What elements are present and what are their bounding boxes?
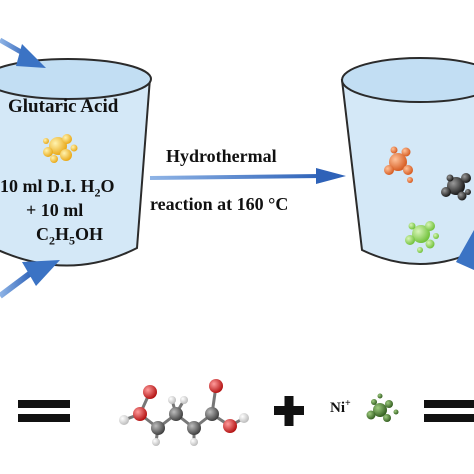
plus-sign bbox=[274, 396, 304, 426]
glutaric-acid-label: Glutaric Acid bbox=[8, 96, 119, 117]
ni-ion-label: Ni+ bbox=[330, 398, 351, 417]
orange-particle-cluster bbox=[384, 146, 413, 183]
ethanol-h: H bbox=[55, 224, 70, 244]
right-beaker bbox=[340, 57, 474, 265]
equals-sign-right bbox=[424, 400, 474, 422]
black-particle-cluster bbox=[441, 173, 471, 201]
left-decor-arrows bbox=[0, 37, 60, 299]
glutaric-acid-molecule bbox=[119, 379, 249, 446]
solvent-water-label: 10 ml D.I. H2O bbox=[0, 176, 115, 201]
green-particle-cluster bbox=[405, 221, 439, 253]
ethanol-label: C2H5OH bbox=[36, 224, 103, 249]
ni-particle-cluster bbox=[366, 393, 399, 422]
ethanol-c: C bbox=[36, 224, 49, 244]
ni-text: Ni bbox=[330, 400, 345, 416]
gold-particle-cluster bbox=[43, 134, 78, 163]
reaction-label-above: Hydrothermal bbox=[166, 146, 277, 166]
ethanol-sub2: 5 bbox=[69, 233, 76, 248]
right-decor-arrow bbox=[456, 230, 474, 270]
equals-sign-left bbox=[18, 400, 70, 422]
ethanol-oh: OH bbox=[75, 224, 104, 244]
water-subscript: 2 bbox=[94, 185, 101, 200]
water-text: 10 ml D.I. H bbox=[0, 176, 95, 196]
water-tail: O bbox=[100, 176, 115, 196]
reaction-label-below: reaction at 160 °C bbox=[150, 194, 289, 214]
ni-charge: + bbox=[345, 398, 351, 409]
reaction-arrow bbox=[149, 168, 346, 184]
ethanol-sub1: 2 bbox=[49, 233, 55, 248]
solvent-plus-label: + 10 ml bbox=[26, 200, 84, 220]
left-beaker bbox=[0, 58, 152, 267]
